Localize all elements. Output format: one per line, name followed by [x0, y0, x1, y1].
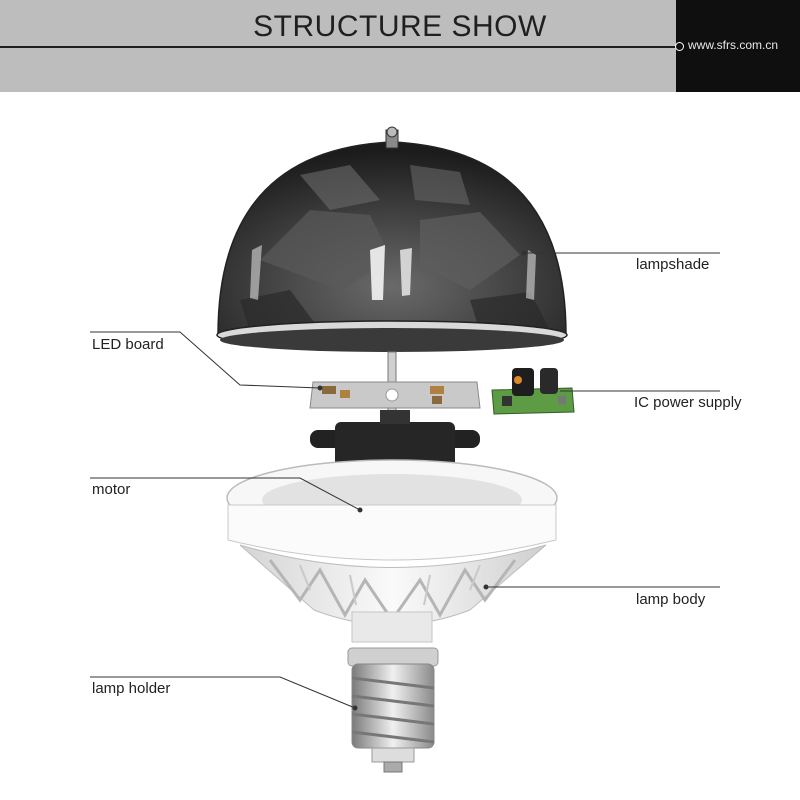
header-rule — [0, 46, 676, 48]
label-ic-power-supply: IC power supply — [634, 394, 742, 411]
leader-lines — [90, 250, 720, 711]
lampshade-dome — [216, 126, 568, 352]
header-dot-icon — [675, 42, 684, 51]
lamp-body — [226, 459, 558, 643]
lamp-holder — [347, 647, 439, 773]
led-board — [309, 381, 481, 409]
ic-power-supply-board — [491, 368, 575, 415]
header-dark-block — [676, 0, 800, 92]
website-url: www.sfrs.com.cn — [688, 38, 779, 52]
page-title: STRUCTURE SHOW — [253, 10, 547, 43]
label-lampshade: lampshade — [636, 256, 710, 273]
label-lamp-body: lamp body — [636, 591, 706, 608]
label-motor: motor — [92, 481, 131, 498]
label-lamp-holder: lamp holder — [92, 680, 171, 697]
label-led-board: LED board — [92, 336, 164, 353]
